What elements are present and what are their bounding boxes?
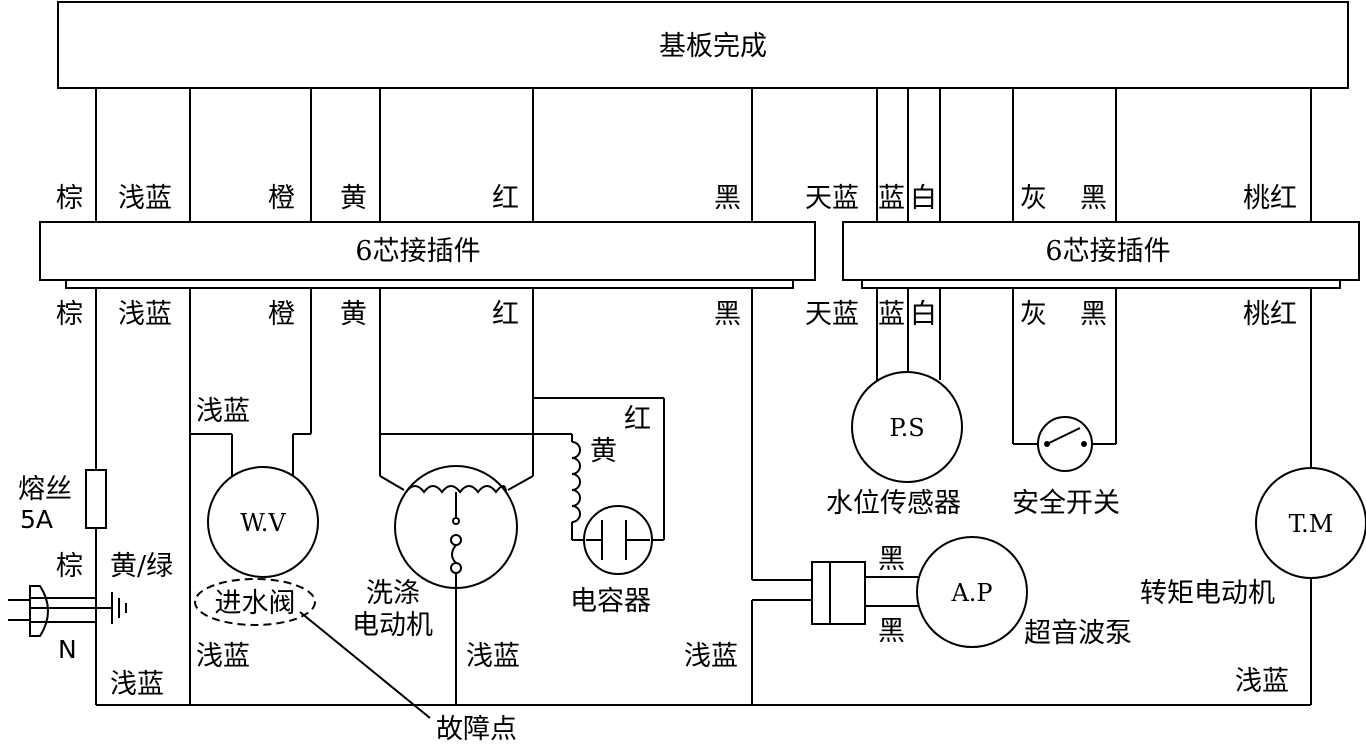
wash-motor: 洗涤 电动机 — [352, 465, 518, 641]
pump: A.P 超音波泵 — [916, 536, 1132, 649]
label-lightblue-bottom: 浅蓝 — [118, 299, 172, 330]
label-lightblue-top: 浅蓝 — [118, 183, 172, 214]
main-board — [57, 1, 1349, 89]
label-blue-bottom: 蓝 — [878, 299, 905, 330]
label-black-top: 黑 — [714, 183, 741, 214]
label-lightblue-b5: 浅蓝 — [1235, 666, 1289, 697]
label-yellow-coil: 黄 — [590, 436, 617, 467]
label-black-pump-top: 黑 — [878, 544, 905, 575]
connector-right-label: 6芯接插件 — [1045, 236, 1170, 267]
label-black-pump-bottom: 黑 — [878, 616, 905, 647]
label-brown-plug: 棕 — [56, 551, 83, 582]
capacitor: 电容器 — [570, 505, 653, 617]
pump-connector — [811, 561, 866, 625]
power-plug-icon — [8, 585, 49, 637]
ground-icon — [111, 592, 127, 624]
label-lightblue-b1: 浅蓝 — [110, 669, 164, 700]
wash-motor-line1: 洗涤 — [366, 578, 420, 609]
connector-left-label: 6芯接插件 — [355, 236, 480, 267]
lower-color-labels: 棕 浅蓝 橙 黄 红 黑 天蓝 蓝 白 灰 黑 桃红 — [56, 299, 1297, 330]
pump-symbol: A.P — [950, 579, 992, 607]
label-black2-top: 黑 — [1080, 183, 1107, 214]
safety-switch-name: 安全开关 — [1012, 488, 1120, 519]
label-white-top: 白 — [910, 183, 937, 214]
label-peachred-top: 桃红 — [1243, 183, 1297, 214]
upper-wires — [95, 88, 1312, 222]
capacitor-label: 电容器 — [570, 586, 651, 617]
label-black-bottom: 黑 — [714, 299, 741, 330]
label-gray-top: 灰 — [1020, 183, 1047, 214]
label-skyblue-bottom: 天蓝 — [805, 299, 859, 330]
connector-right: 6芯接插件 — [842, 221, 1360, 289]
water-valve: W.V 进水阀 — [194, 466, 319, 626]
safety-switch: 安全开关 — [1012, 416, 1120, 519]
label-gray-bottom: 灰 — [1020, 299, 1047, 330]
water-valve-name: 进水阀 — [215, 588, 296, 619]
fault-point-label: 故障点 — [436, 714, 517, 745]
fuse-rating: 5A — [20, 505, 53, 534]
upper-color-labels: 棕 浅蓝 橙 黄 红 黑 天蓝 蓝 白 灰 黑 桃红 — [56, 183, 1297, 214]
label-lightblue-wv: 浅蓝 — [196, 396, 250, 427]
bottom-labels: 浅蓝 浅蓝 浅蓝 浅蓝 浅蓝 — [110, 641, 1289, 700]
water-valve-symbol: W.V — [240, 509, 286, 537]
fuse: 熔丝 5A — [18, 469, 107, 534]
label-neutral: N — [58, 635, 77, 664]
label-yellow-bottom: 黄 — [340, 299, 367, 330]
lower-wires — [30, 288, 1312, 719]
label-brown-bottom: 棕 — [56, 299, 83, 330]
label-orange-bottom: 橙 — [268, 299, 295, 330]
wash-motor-line2: 电动机 — [352, 610, 433, 641]
main-board-label: 基板完成 — [659, 31, 767, 62]
label-white-bottom: 白 — [910, 299, 937, 330]
label-red-top: 红 — [492, 183, 519, 214]
label-red-loop: 红 — [624, 404, 651, 435]
label-lightblue-b4: 浅蓝 — [684, 641, 738, 672]
torque-motor-name: 转矩电动机 — [1140, 578, 1275, 609]
torque-motor-symbol: T.M — [1289, 510, 1334, 538]
label-black2-bottom: 黑 — [1080, 299, 1107, 330]
torque-motor: T.M 转矩电动机 — [1140, 467, 1366, 609]
label-brown-top: 棕 — [56, 183, 83, 214]
connector-left: 6芯接插件 — [39, 221, 816, 289]
label-yellow-green: 黄/绿 — [110, 551, 173, 582]
label-red-bottom: 红 — [492, 299, 519, 330]
label-orange-top: 橙 — [268, 183, 295, 214]
pump-name: 超音波泵 — [1024, 618, 1132, 649]
label-yellow-top: 黄 — [340, 183, 367, 214]
label-peachred-bottom: 桃红 — [1243, 299, 1297, 330]
fault-ellipse — [194, 578, 316, 626]
pressure-switch-symbol: P.S — [889, 414, 924, 442]
label-blue-top: 蓝 — [878, 183, 905, 214]
label-lightblue-b3: 浅蓝 — [466, 641, 520, 672]
label-lightblue-b2: 浅蓝 — [196, 641, 250, 672]
pressure-switch: P.S 水位传感器 — [826, 371, 963, 519]
label-skyblue-top: 天蓝 — [805, 183, 859, 214]
pressure-switch-name: 水位传感器 — [826, 488, 961, 519]
fuse-label: 熔丝 — [18, 474, 72, 505]
